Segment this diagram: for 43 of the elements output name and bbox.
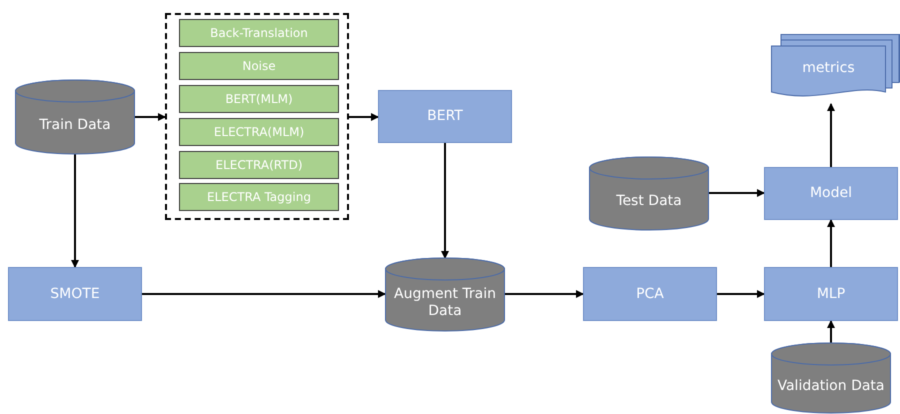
arrow: [349, 113, 379, 121]
arrow: [709, 189, 765, 197]
method-box: [179, 118, 339, 146]
node-label: ELECTRA(MLM): [214, 124, 304, 140]
database-cylinder: [15, 80, 135, 154]
arrow: [827, 320, 835, 343]
node-label: Noise: [242, 58, 276, 74]
database-cylinder: [589, 157, 709, 230]
node-label: MLP: [816, 286, 846, 302]
process-box: [764, 167, 898, 220]
method-box: [179, 151, 339, 179]
node-label: SMOTE: [50, 286, 100, 302]
node-label: Validation Data: [776, 376, 886, 396]
node-label: Model: [810, 185, 852, 202]
node-label: BERT: [427, 108, 463, 125]
node-label: ELECTRA Tagging: [207, 190, 311, 204]
node-label: Back-Translation: [210, 26, 308, 40]
arrow: [441, 143, 449, 259]
arrow: [827, 219, 835, 267]
node-label: Train Data: [38, 116, 112, 135]
method-box: [179, 19, 339, 47]
method-box: [179, 52, 339, 80]
method-box: [179, 183, 339, 211]
database-cylinder: [385, 258, 505, 331]
arrow: [827, 103, 835, 167]
node-label: metrics: [801, 58, 856, 78]
dashed-group-box: [165, 13, 349, 220]
process-box: [583, 267, 717, 321]
node-label: Test Data: [615, 192, 683, 212]
node-label: Augment Train Data: [393, 284, 497, 320]
process-box: [378, 90, 512, 143]
process-box: [8, 267, 142, 321]
method-box: [179, 85, 339, 113]
node-label: PCA: [636, 286, 664, 302]
arrow: [135, 113, 166, 121]
database-cylinder: [771, 343, 891, 413]
arrow: [71, 154, 79, 268]
arrow: [505, 290, 584, 298]
node-label: BERT(MLM): [225, 92, 293, 106]
process-box: [764, 267, 898, 321]
arrow: [717, 290, 765, 298]
node-label: ELECTRA(RTD): [215, 158, 303, 172]
arrow: [142, 290, 386, 298]
